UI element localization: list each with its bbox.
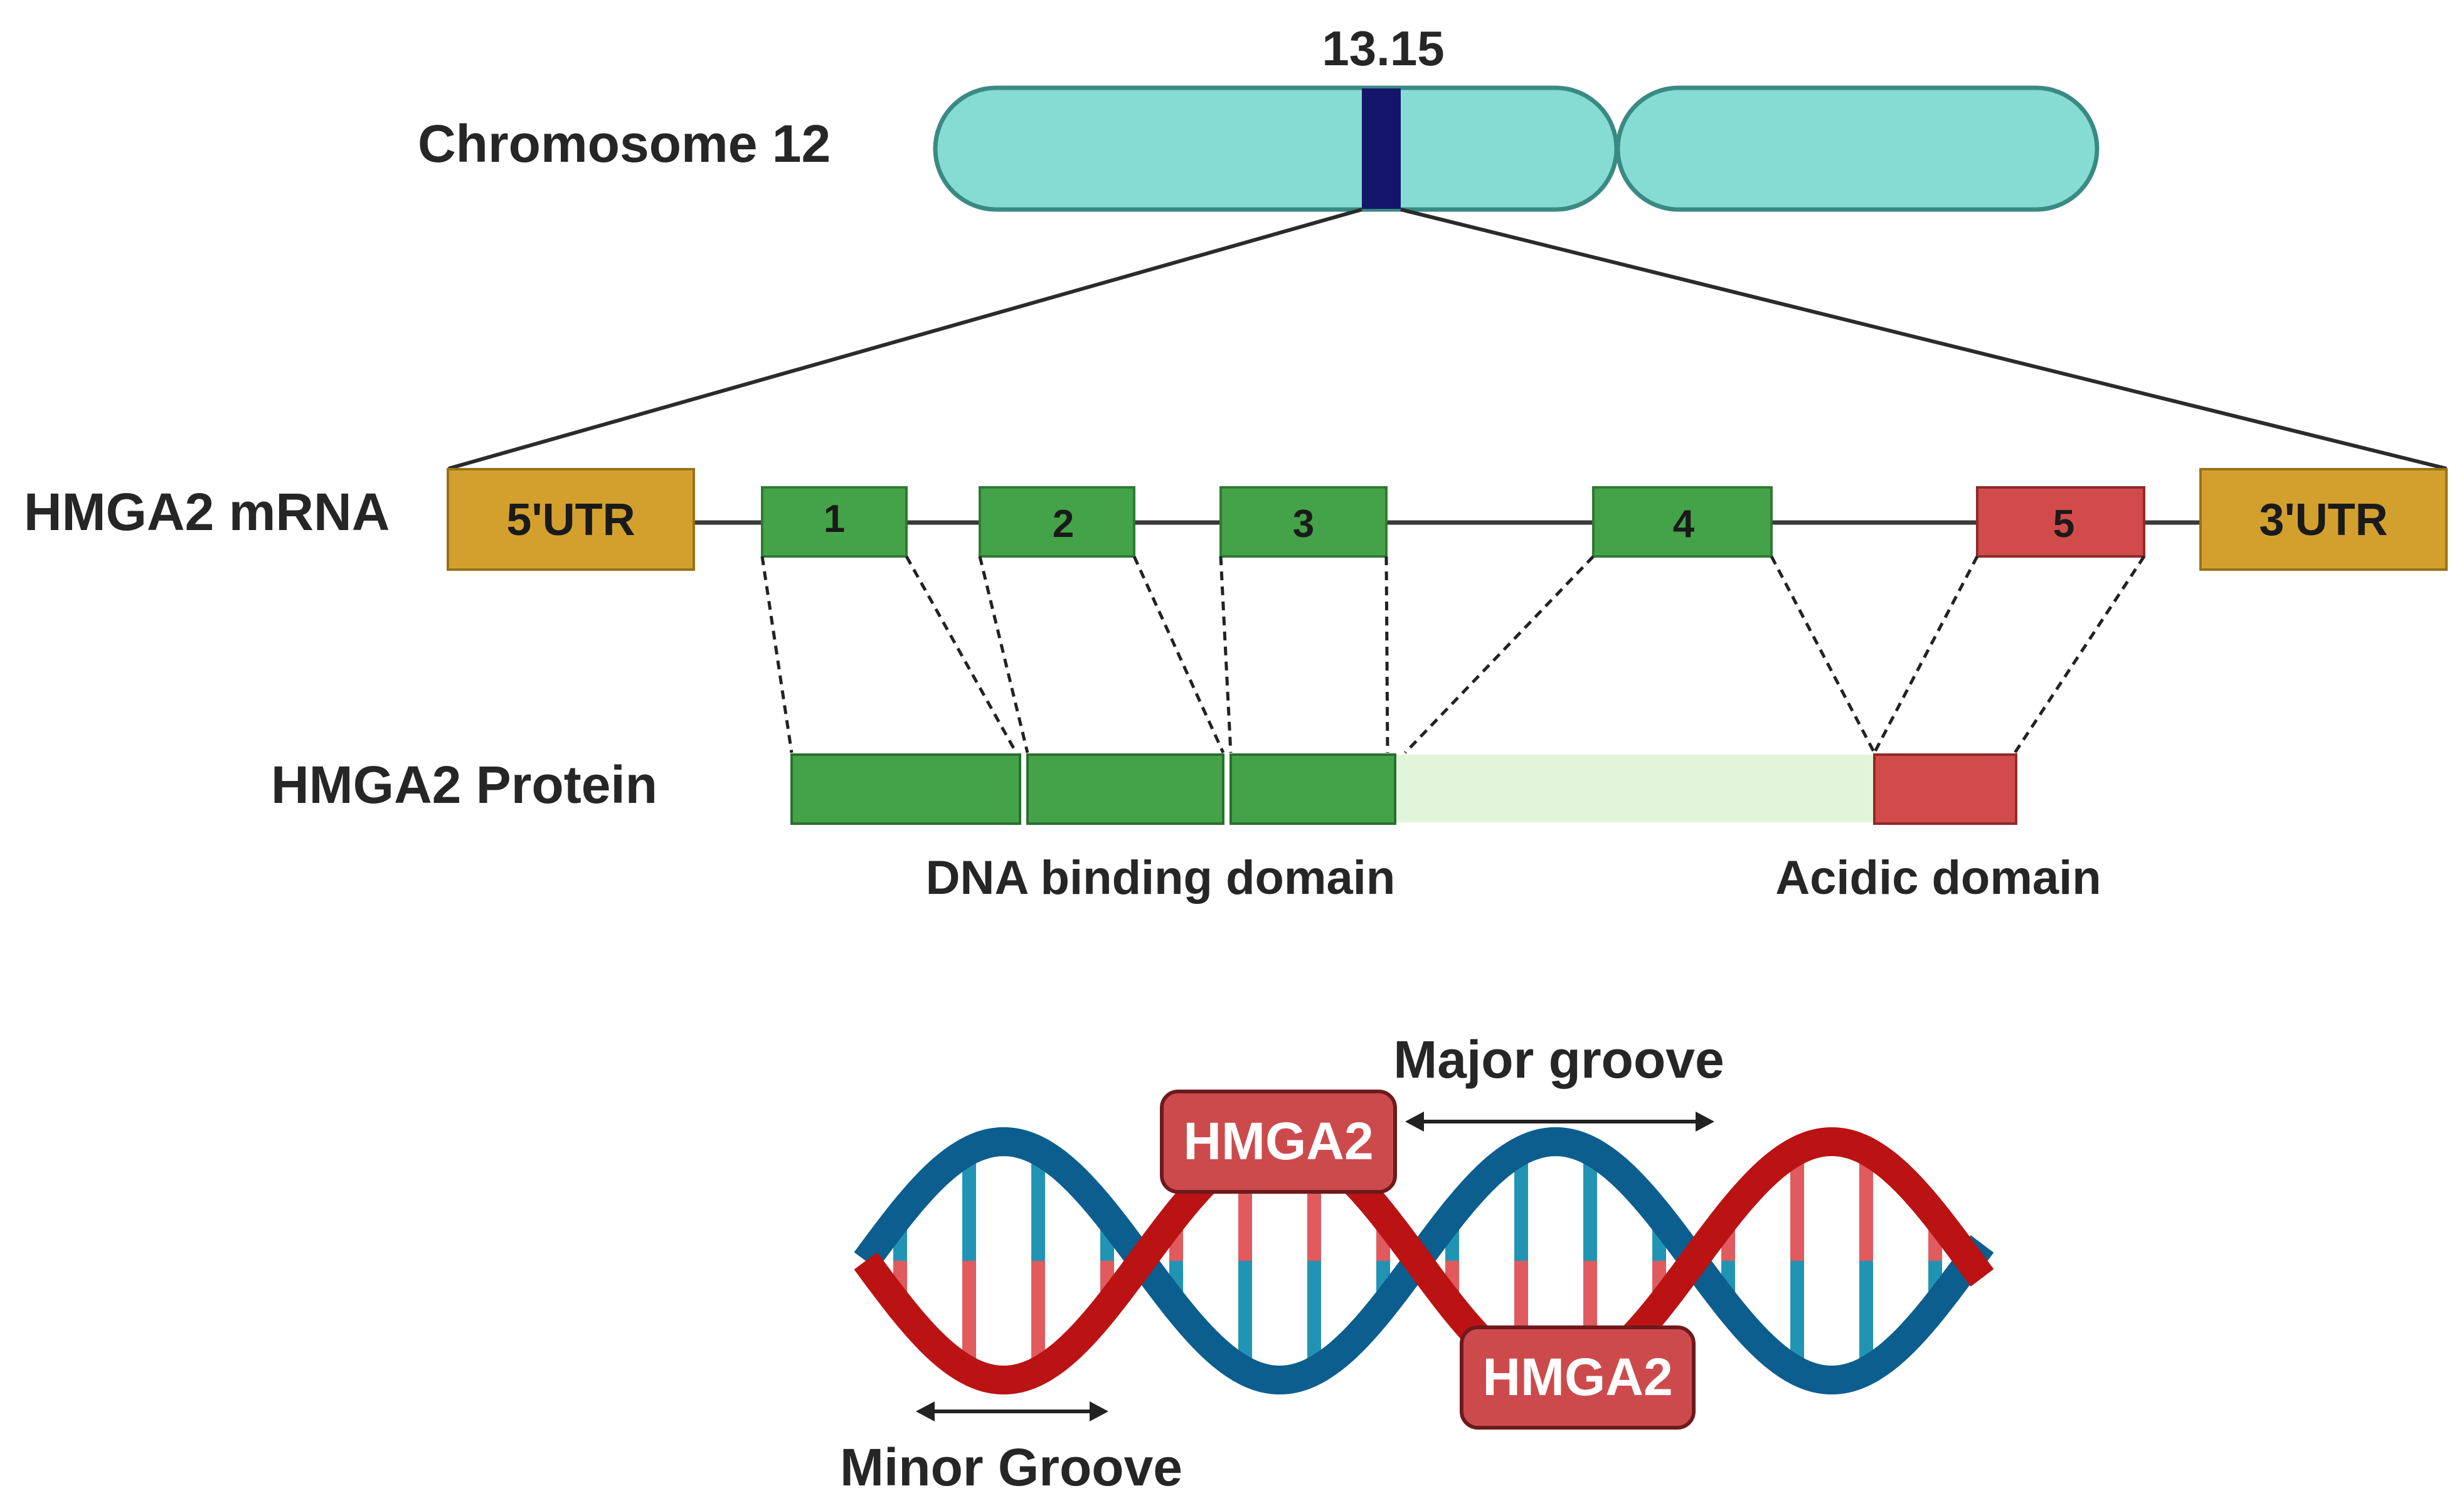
exon-1-label: 1 (824, 497, 845, 541)
base-pair-half (1790, 1261, 1804, 1371)
chromosome-band-label: 13.15 (1322, 21, 1444, 76)
protein-at-hook-3 (1229, 753, 1396, 825)
utr3-block: 3'UTR (2199, 468, 2448, 571)
base-pair-half (1514, 1150, 1528, 1261)
helix-strand-blue-front (973, 1127, 1628, 1182)
acidic-domain-label: Acidic domain (1775, 851, 2101, 905)
base-pair-half (962, 1150, 976, 1261)
major-groove-label: Major groove (1393, 1030, 1724, 1089)
exon-3: 3 (1219, 486, 1388, 558)
base-pair-half (1238, 1261, 1252, 1371)
mrna-section: HMGA2 mRNA 5'UTR 1 2 3 4 5 3'UTR (24, 468, 2448, 571)
base-pair-half (1859, 1150, 1873, 1261)
mrna-label: HMGA2 mRNA (24, 482, 390, 541)
protein-at-hook-1 (790, 753, 1021, 825)
hmga2-badge-bottom: HMGA2 (1460, 1325, 1696, 1430)
arrow-head-right (1696, 1112, 1714, 1132)
exon-3-label: 3 (1293, 502, 1314, 546)
arrow-head-left (1405, 1112, 1424, 1132)
utr3-label: 3'UTR (2259, 495, 2387, 545)
exon-1: 1 (761, 486, 908, 558)
protein-label: HMGA2 Protein (271, 755, 657, 814)
zoom-lines (448, 208, 2447, 470)
chromosome-section: Chromosome 12 13.15 (418, 21, 2100, 212)
minor-groove-annotation: Minor Groove (840, 1401, 1182, 1497)
dna-helix (854, 1127, 1994, 1395)
exon-4-label: 4 (1673, 502, 1695, 546)
exon-5: 5 (1976, 486, 2145, 558)
base-pair-half (1031, 1261, 1045, 1371)
chromosome-label: Chromosome 12 (418, 114, 831, 173)
protein-section: HMGA2 Protein DNA binding domain Acidic … (271, 753, 2101, 905)
protein-acidic-block (1873, 753, 2017, 825)
zoom-line-left (448, 208, 1362, 470)
base-pair-half (1790, 1150, 1804, 1261)
utr5-block: 5'UTR (447, 468, 695, 571)
base-pair-half (1859, 1261, 1873, 1371)
arrow-head-right (1090, 1401, 1108, 1421)
protein-at-hook-2 (1026, 753, 1224, 825)
dna-binding-domain-label: DNA binding domain (926, 851, 1396, 905)
helix-strand-red (854, 1127, 1994, 1395)
hmga2-badge-top: HMGA2 (1160, 1090, 1397, 1194)
exon-2-label: 2 (1053, 502, 1074, 546)
minor-groove-label: Minor Groove (840, 1438, 1182, 1497)
base-pair-half (1031, 1150, 1045, 1261)
base-pair-half (1583, 1150, 1597, 1261)
exon-2: 2 (979, 486, 1135, 558)
chromosome-p-arm (933, 85, 1619, 212)
exon-5-label: 5 (2053, 502, 2074, 546)
base-pair-half (962, 1261, 976, 1371)
protein-linker-region (1394, 755, 1877, 822)
hmga2-badge-top-label: HMGA2 (1183, 1112, 1373, 1171)
chromosome-band-13-15 (1362, 88, 1401, 209)
arrow-head-left (916, 1401, 935, 1421)
major-groove-annotation: Major groove (1393, 1030, 1724, 1132)
mapping-lines (760, 555, 2146, 754)
zoom-line-right (1400, 208, 2447, 470)
hmga2-badge-bottom-label: HMGA2 (1482, 1347, 1672, 1406)
base-pair-half (1307, 1261, 1321, 1371)
exon-4: 4 (1592, 486, 1773, 558)
utr5-label: 5'UTR (506, 495, 635, 545)
chromosome-q-arm (1615, 85, 2100, 212)
